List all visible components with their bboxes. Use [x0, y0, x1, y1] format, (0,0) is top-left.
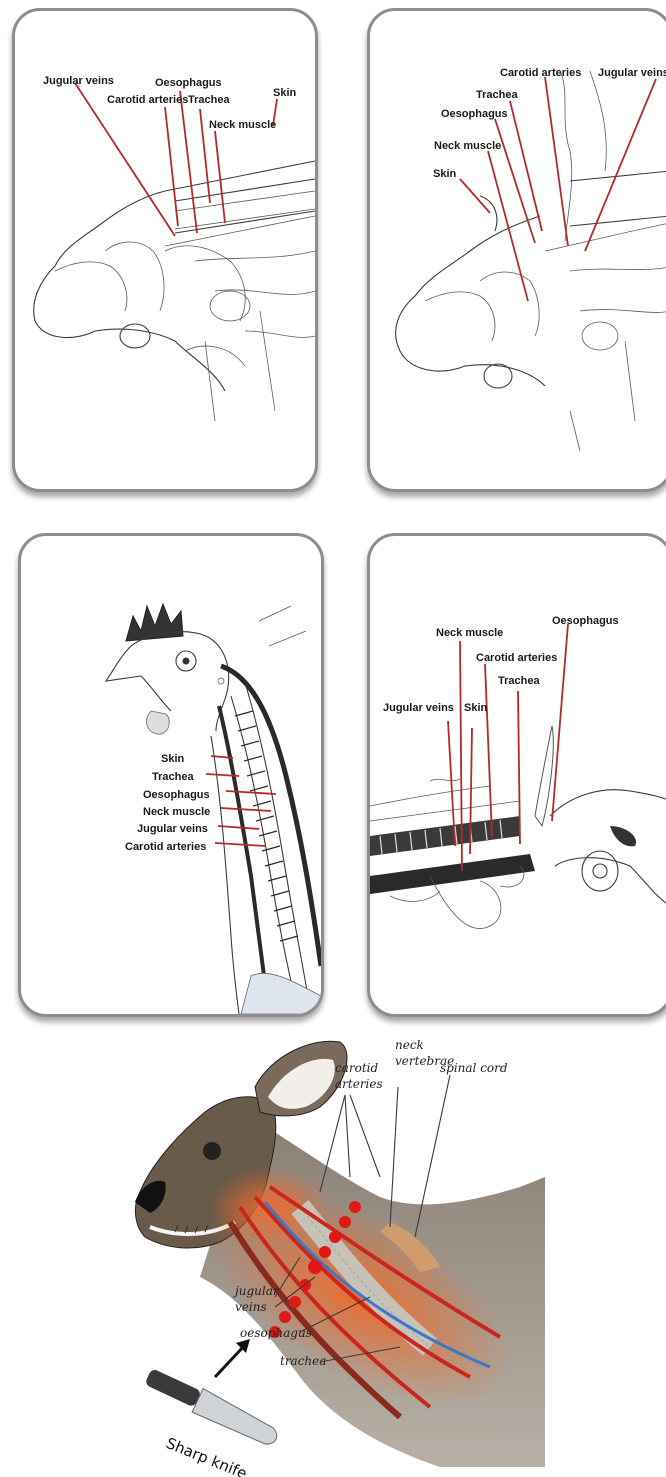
label-oesophagus: Oesophagus: [143, 789, 210, 801]
label-carotid-arteries-line2: arteries: [335, 1077, 383, 1091]
label-sharp-knife: Sharp knife: [164, 1434, 250, 1477]
label-skin: Skin: [161, 753, 185, 765]
label-jugular-veins: Jugular veins: [43, 75, 114, 87]
label-jugular-veins: Jugular veins: [383, 702, 454, 714]
label-carotid-arteries: Carotid arteries: [500, 67, 581, 79]
label-jugular-veins: Jugular veins: [598, 67, 666, 79]
label-trachea: trachea: [280, 1354, 326, 1368]
label-carotid-arteries: Carotid arteries: [476, 652, 557, 664]
label-oesophagus: Oesophagus: [441, 108, 508, 120]
label-oesophagus: Oesophagus: [552, 615, 619, 627]
label-spinal-cord: spinal cord: [440, 1061, 508, 1075]
label-trachea: Trachea: [188, 94, 230, 106]
label-neck-muscle: Neck muscle: [434, 140, 501, 152]
panel-chicken: Skin Trachea Oesophagus Neck muscle Jugu…: [18, 533, 324, 1017]
chicken-drawing: Skin Trachea Oesophagus Neck muscle Jugu…: [21, 536, 321, 1014]
cattle-head-drawing-1: Jugular veins Oesophagus Carotid arterie…: [15, 11, 315, 489]
cattle-head-drawing-2: Carotid arteries Jugular veins Trachea O…: [370, 11, 666, 489]
label-neck-muscle: Neck muscle: [436, 627, 503, 639]
label-carotid-arteries: Carotid arteries: [107, 94, 188, 106]
label-trachea: Trachea: [476, 89, 518, 101]
sheep-supine-drawing: Neck muscle Oesophagus Carotid arteries …: [370, 536, 666, 1014]
label-carotid-arteries: Carotid arteries: [125, 841, 206, 853]
knife-arrow: [215, 1345, 245, 1377]
label-oesophagus: Oesophagus: [155, 77, 222, 89]
label-trachea: Trachea: [498, 675, 540, 687]
label-neck-muscle: Neck muscle: [143, 806, 210, 818]
label-jugular-veins-line2: veins: [235, 1300, 267, 1314]
label-jugular-veins-line1: jugular: [232, 1284, 280, 1298]
label-skin: Skin: [273, 87, 297, 99]
label-neck-muscle: Neck muscle: [209, 119, 276, 131]
goat-neck-illustration: neck vertebrae carotid arteries spinal c…: [0, 1027, 666, 1477]
panel-cattle-side-1: Jugular veins Oesophagus Carotid arterie…: [12, 8, 318, 492]
sharp-knife: [142, 1365, 282, 1449]
label-skin: Skin: [433, 168, 457, 180]
label-skin: Skin: [464, 702, 488, 714]
label-carotid-arteries-line1: carotid: [335, 1061, 378, 1075]
panel-sheep-supine: Neck muscle Oesophagus Carotid arteries …: [367, 533, 666, 1017]
label-trachea: Trachea: [152, 771, 194, 783]
label-neck-vertebrae-line1: neck: [395, 1038, 424, 1052]
goat-eye: [203, 1142, 221, 1160]
label-oesophagus: oesophagus: [240, 1326, 312, 1340]
panel-cattle-side-2: Carotid arteries Jugular veins Trachea O…: [367, 8, 666, 492]
label-jugular-veins: Jugular veins: [137, 823, 208, 835]
